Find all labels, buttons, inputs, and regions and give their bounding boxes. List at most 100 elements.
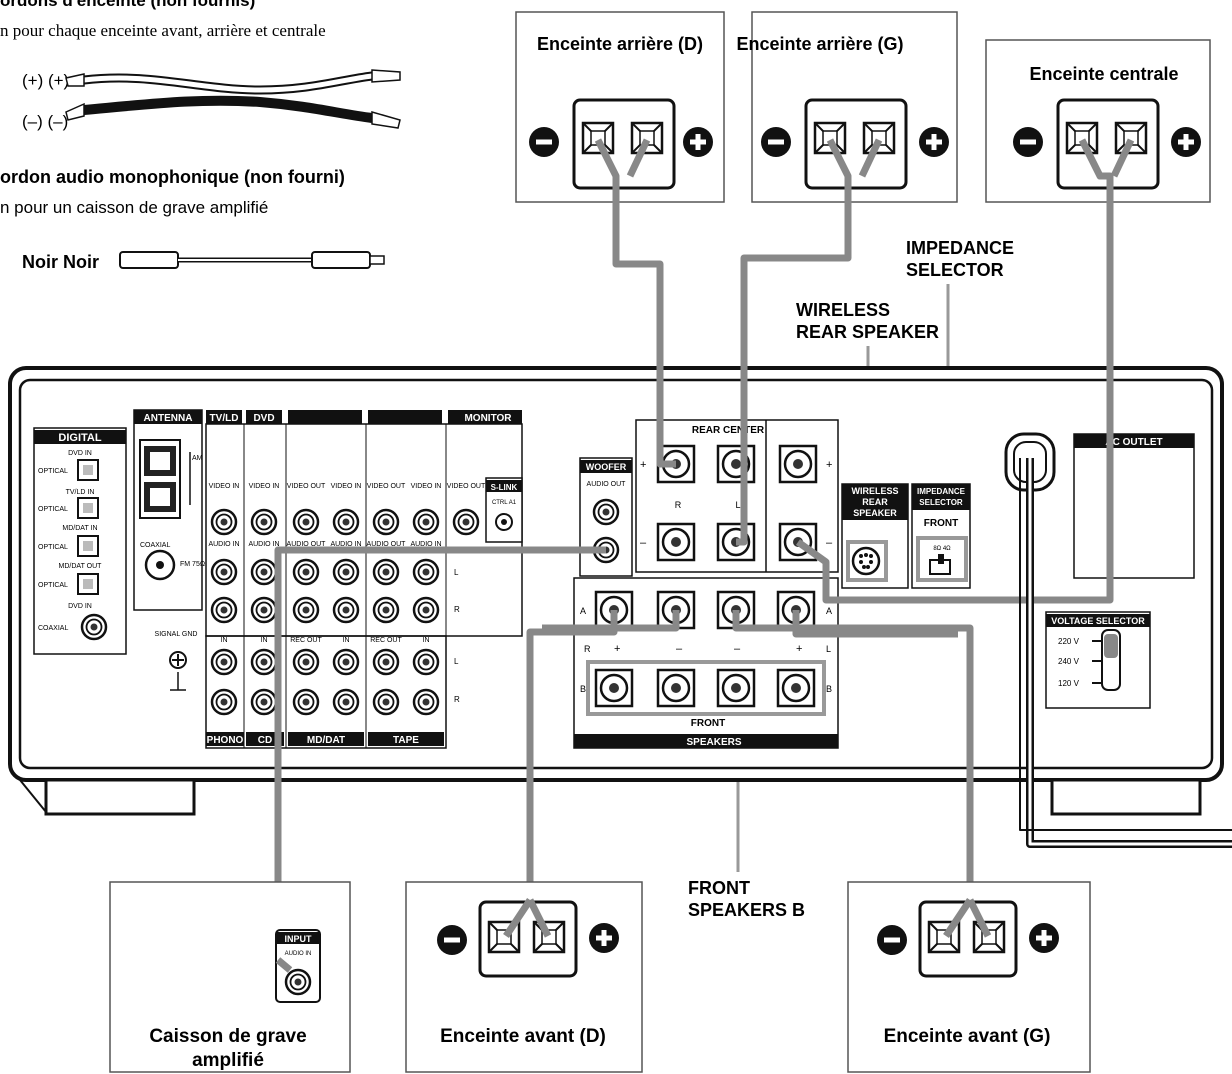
speaker-cord-icon [65,69,401,129]
cable-front-left [732,610,974,920]
in-label: IN [343,637,350,644]
b-label: B [826,684,832,694]
r-label: R [454,605,460,614]
tape-label: TAPE [393,735,419,746]
v120-label: 120 V [1058,679,1080,688]
in-label: IN [221,637,228,644]
subwoofer-label-2: amplifié [192,1050,264,1071]
minus-label: (–) (–) [22,112,68,131]
front-left-label: Enceinte avant (G) [884,1026,1051,1047]
av-section: TV/LD DVD MONITOR VIDEO IN VIDEO IN VIDE… [205,410,523,749]
mono-cord-plugs: Noir Noir [22,252,99,272]
receiver-rear-panel: DIGITAL DVD IN OPTICAL TV/LD IN OPTICAL … [8,366,1224,816]
woofer-audio-out-label: AUDIO OUT [587,481,627,488]
center-label: Enceinte centrale [1029,64,1178,84]
audio-in-label: AUDIO IN [248,541,279,548]
wireless-callout-2: REAR SPEAKER [796,322,939,342]
plus-icon [919,127,949,157]
rec-out-label: REC OUT [290,637,322,644]
rear-r-label: R [675,500,682,510]
video-out-label: VIDEO OUT [287,483,326,490]
impedance-box-label: IMPEDANCE SELECTOR [916,487,965,507]
rear-l-label: L [735,500,740,510]
woofer-header: WOOFER [586,462,627,472]
v220-label: 220 V [1058,637,1080,646]
audio-out-label: AUDIO OUT [367,541,407,548]
minus-sign: – [676,643,683,655]
speaker-cord-title: ordons d'enceinte (non fournis) [0,0,255,10]
rec-out-label: REC OUT [370,637,402,644]
rear-right-label: Enceinte arrière (D) [537,34,703,54]
mddat-label: MD/DAT [307,735,345,746]
am-label: AM [192,455,203,462]
audio-in-label: AUDIO IN [410,541,441,548]
dvd-in-label: DVD IN [68,450,92,457]
cable-subwoofer [274,546,606,980]
video-out-label: VIDEO OUT [447,483,486,490]
audio-in-label: AUDIO IN [330,541,361,548]
rear-left-speaker: Enceinte arrière (G) [736,11,958,203]
video-in-label: VIDEO IN [249,483,280,490]
cables [274,138,1232,980]
l-label: L [454,657,459,666]
minus-icon [529,127,559,157]
voltage-selector-label: VOLTAGE SELECTOR [1051,616,1145,626]
minus-icon [1013,127,1043,157]
optical-label-3: OPTICAL [38,544,68,551]
v240-label: 240 V [1058,657,1080,666]
legend: ordons d'enceinte (non fournis) n pour c… [0,0,401,272]
sub-audio-in-label: AUDIO IN [285,951,312,957]
signal-gnd-label: SIGNAL GND [155,631,198,638]
plus-icon [1171,127,1201,157]
ctrl-a1-label: CTRL A1 [492,500,517,506]
rear-left-label: Enceinte arrière (G) [736,34,903,54]
plus-sign: + [640,459,646,471]
rear-right-speaker: Enceinte arrière (D) [515,11,725,203]
optical-label-1: OPTICAL [38,468,68,475]
minus-sign: – [826,537,833,549]
subwoofer-box: INPUT AUDIO IN Caisson de grave amplifié [109,881,351,1073]
impedance-front-label: FRONT [924,518,958,529]
antenna-header: ANTENNA [144,413,193,424]
mono-cord-icon [119,251,385,269]
a-label: A [580,606,586,616]
impedance-ohm-label: 8Ω 4Ω [933,546,951,552]
dvd-in-label-2: DVD IN [68,603,92,610]
plus-icon [589,923,619,953]
r-label: R [454,695,460,704]
minus-icon [761,127,791,157]
front-label: FRONT [691,718,725,729]
l-label: L [454,568,459,577]
plus-icon [683,127,713,157]
front-right-label: Enceinte avant (D) [440,1026,606,1047]
cable-center [795,138,1114,604]
sub-input-label: INPUT [285,934,313,944]
phono-label: PHONO [207,735,244,746]
audio-in-label: AUDIO IN [208,541,239,548]
in-label: IN [261,637,268,644]
front-b-callout-2: SPEAKERS B [688,900,805,920]
monitor-header: MONITOR [464,413,512,424]
tvld-header: TV/LD [210,413,239,424]
cable-front-right [526,610,618,920]
antenna-coaxial-label: COAXIAL [140,542,170,549]
speaker-cord-desc: n pour chaque enceinte avant, arrière et… [0,21,326,40]
mono-cord-desc: n pour un caisson de grave amplifié [0,198,268,217]
minus-icon [877,925,907,955]
front-left-speaker: Enceinte avant (G) [847,881,1091,1073]
fm-label: FM 75Ω [180,561,205,568]
slink-header: S-LINK [491,483,518,492]
impedance-callout-2: SELECTOR [906,260,1004,280]
optical-label-2: OPTICAL [38,506,68,513]
video-out-label: VIDEO OUT [367,483,406,490]
l-label: L [826,644,831,654]
rear-center-label: REAR CENTER [692,425,765,436]
ac-outlet-label: AC OUTLET [1105,437,1162,448]
minus-icon [437,925,467,955]
b-label: B [580,684,586,694]
wireless-box-label: WIRELESS REAR SPEAKER [851,486,899,518]
video-in-label: VIDEO IN [209,483,240,490]
impedance-callout-1: IMPEDANCE [906,238,1014,258]
cable-rear-right [594,138,676,468]
